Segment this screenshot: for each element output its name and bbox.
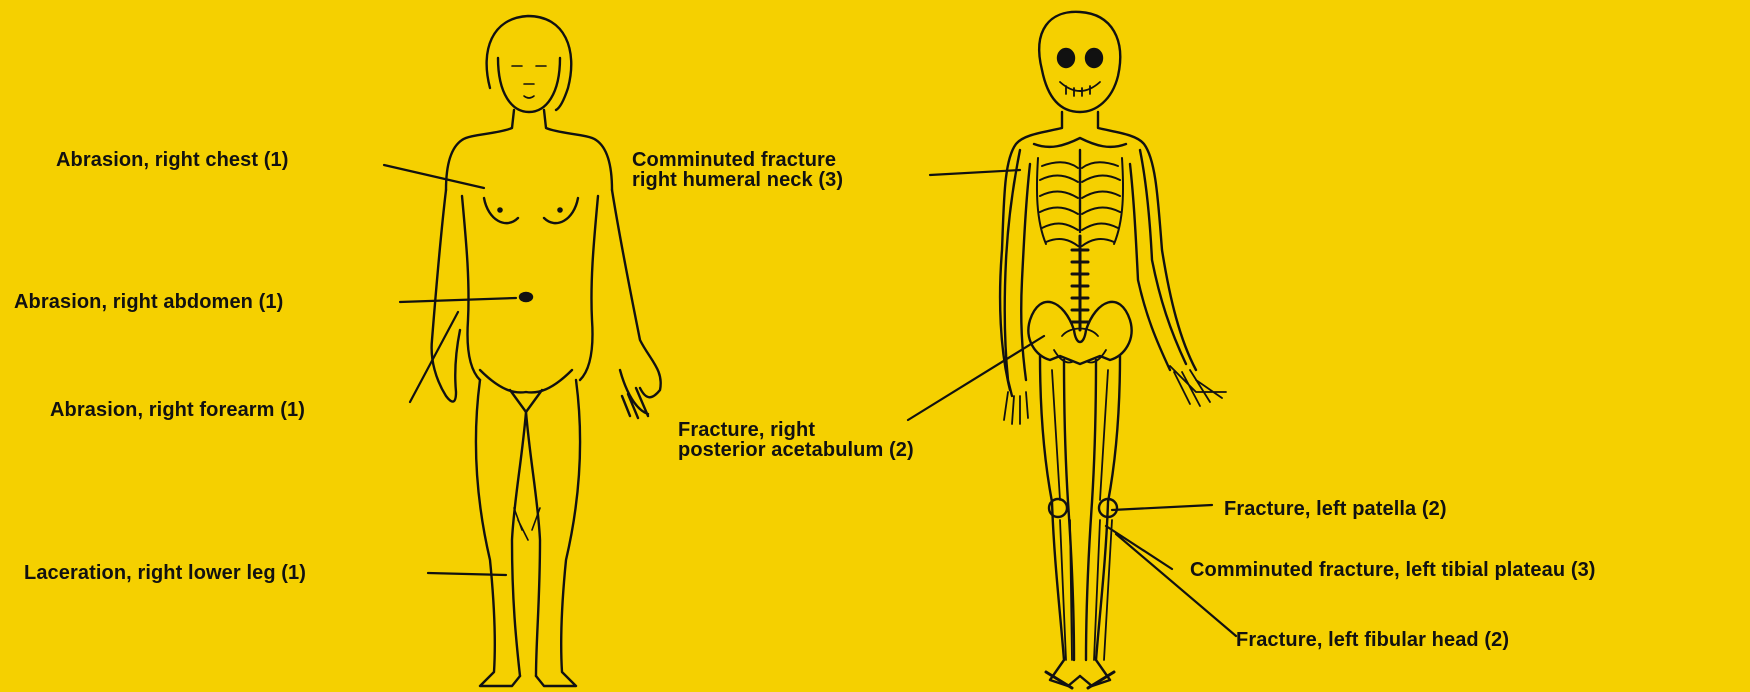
eye-socket-right [1058,49,1074,67]
label-humeral-line2: right humeral neck (3) [632,170,843,190]
body-outline-figure [432,16,661,686]
inner-legs [512,412,540,676]
label-abrasion-abdomen: Abrasion, right abdomen (1) [14,292,283,312]
label-humeral-line1: Comminuted fracture [632,150,843,170]
label-abrasion-forearm-text: Abrasion, right forearm (1) [50,400,305,420]
leader-laceration-leg [428,573,506,575]
label-abrasion-chest: Abrasion, right chest (1) [56,150,289,170]
label-abrasion-abdomen-text: Abrasion, right abdomen (1) [14,292,283,312]
femurs [1052,370,1108,500]
skull-teeth [1060,82,1100,96]
navel [520,293,532,301]
label-fibular-text: Fracture, left fibular head (2) [1236,630,1509,650]
label-abrasion-chest-text: Abrasion, right chest (1) [56,150,289,170]
label-acetabulum-line1: Fracture, right [678,420,914,440]
knees [514,508,540,540]
left-torso-inner [462,196,480,380]
neck-outline [446,110,612,190]
leader-acetabulum [908,336,1044,420]
leader-abrasion-abdomen [400,298,516,302]
pelvis-lines [480,370,572,412]
label-humeral-neck: Comminuted fracture right humeral neck (… [632,150,843,190]
label-laceration-leg: Laceration, right lower leg (1) [24,563,306,583]
right-torso-inner [580,196,598,380]
label-fibular: Fracture, left fibular head (2) [1236,630,1509,650]
skull-outline [1039,12,1120,112]
eye-socket-left [1086,49,1102,67]
clavicles [1034,138,1126,147]
label-tibial: Comminuted fracture, left tibial plateau… [1190,560,1596,580]
nipple-left [558,208,561,211]
right-arm-outline [612,190,661,397]
leader-patella [1112,505,1212,510]
nipple-right [498,208,501,211]
label-laceration-leg-text: Laceration, right lower leg (1) [24,563,306,583]
right-leg-outline [536,380,580,686]
left-arm-outline [432,190,460,402]
label-acetabulum-line2: posterior acetabulum (2) [678,440,914,460]
hair-outline [487,16,572,110]
face-outline [498,58,560,112]
spine [1072,236,1088,330]
label-tibial-text: Comminuted fracture, left tibial plateau… [1190,560,1596,580]
skeleton-left-hand [1170,366,1226,406]
label-patella: Fracture, left patella (2) [1224,499,1447,519]
skeleton-feet [1046,672,1114,688]
skeleton-right-hand [1004,392,1028,424]
leader-tibial [1106,526,1172,569]
label-patella-text: Fracture, left patella (2) [1224,499,1447,519]
skeleton-left-arm [1130,150,1186,370]
leader-abrasion-chest [384,165,484,188]
leader-fibular [1116,534,1236,636]
skeleton-figure [1000,12,1226,688]
skeleton-body-outline [1000,112,1196,390]
face-eyes [512,66,546,98]
label-abrasion-forearm: Abrasion, right forearm (1) [50,400,305,420]
label-acetabulum: Fracture, right posterior acetabulum (2) [678,420,914,460]
